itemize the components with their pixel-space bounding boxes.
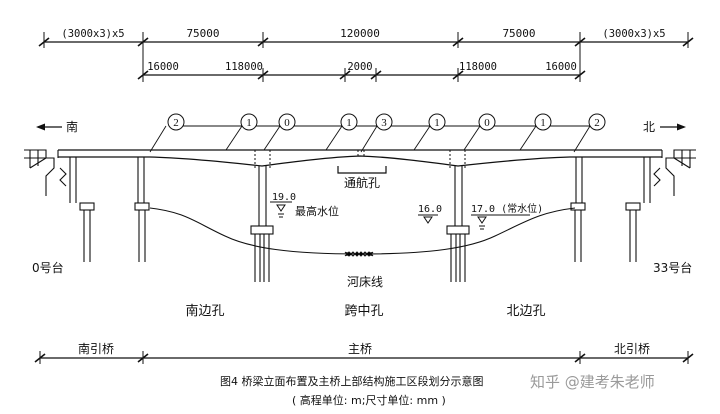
segment-marker-1: 2	[173, 117, 179, 129]
riverbed-label: 河床线	[347, 275, 383, 289]
segment-marker-9: 2	[594, 117, 600, 129]
caption-title: 图4 桥梁立面布置及主桥上部结构施工区段划分示意图	[220, 374, 484, 388]
top-dimension-line	[38, 32, 694, 82]
abutment-0-label: 0号台	[32, 260, 64, 275]
south-abutment	[24, 149, 67, 196]
dim-top-main-span: 120000	[340, 27, 380, 40]
dim-bottom-5: 16000	[545, 61, 577, 73]
segment-marker-3: 0	[284, 117, 290, 129]
caption-units: ( 高程单位: m;尺寸单位: mm )	[292, 393, 446, 407]
segment-marker-2: 1	[246, 117, 252, 129]
dim-bottom-1: 16000	[147, 61, 179, 73]
water-level-16-mark	[418, 214, 438, 224]
approach-piers	[69, 157, 651, 262]
segment-marker-circles	[167, 113, 606, 131]
dim-bottom-2: 118000	[225, 61, 263, 73]
water-level-16-value: 16.0	[418, 204, 442, 215]
segment-marker-7: 0	[484, 117, 490, 129]
north-span-label: 北边孔	[506, 304, 545, 319]
segment-joints	[254, 150, 466, 168]
normal-water-level-mark	[471, 214, 530, 230]
navigation-hole-bracket	[337, 166, 387, 174]
navigation-hole-label: 通航孔	[344, 175, 380, 190]
dim-top-north-approach: (3000x3)x5	[602, 28, 665, 40]
mid-span-label: 跨中孔	[344, 304, 383, 319]
dim-bottom-3: 2000	[347, 61, 372, 73]
dim-top-south-span: 75000	[186, 27, 219, 40]
segment-marker-5: 3	[381, 117, 387, 129]
bridge-parts-line	[34, 351, 694, 364]
abutment-33-label: 33号台	[653, 260, 692, 275]
max-water-level-label: 最高水位	[295, 204, 339, 218]
segment-marker-8: 1	[540, 117, 546, 129]
max-water-level-mark	[270, 201, 292, 218]
south-label: 南	[66, 119, 78, 134]
segment-marker-6: 1	[434, 117, 440, 129]
bottom-dimension-line	[137, 68, 586, 82]
dim-top-south-approach: (3000x3)x5	[61, 28, 124, 40]
riverbed-hatch	[344, 251, 374, 257]
north-approach-label: 北引桥	[614, 342, 650, 356]
bridge-deck	[58, 149, 662, 167]
south-span-label: 南边孔	[185, 303, 224, 319]
dim-bottom-4: 118000	[459, 61, 497, 73]
max-water-level-value: 19.0	[272, 192, 296, 203]
north-arrow	[660, 123, 686, 131]
watermark: 知乎 @建考朱老师	[530, 373, 655, 391]
north-abutment	[653, 149, 696, 196]
normal-water-level-label: 17.0 (常水位)	[471, 202, 543, 215]
main-bridge-label: 主桥	[348, 342, 372, 356]
north-label: 北	[643, 120, 655, 134]
dim-top-north-span: 75000	[502, 27, 535, 40]
main-piers	[250, 166, 470, 282]
south-approach-label: 南引桥	[78, 341, 114, 356]
segment-marker-4: 1	[346, 117, 352, 129]
south-arrow	[36, 123, 62, 131]
segment-marker-leaders	[149, 125, 602, 153]
